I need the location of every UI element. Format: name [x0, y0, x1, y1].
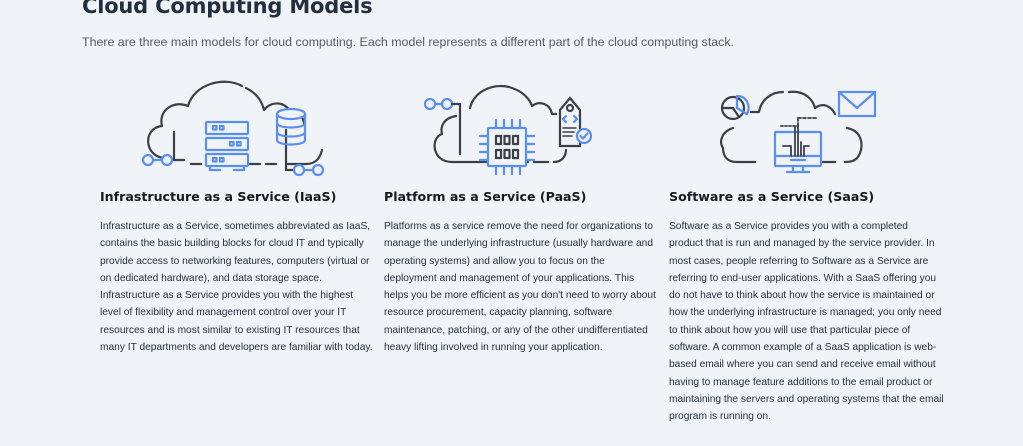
model-title: Platform as a Service (PaaS) [384, 189, 587, 204]
model-title: Infrastructure as a Service (IaaS) [100, 189, 337, 204]
cloud-servers-database-icon [141, 80, 325, 177]
model-title: Software as a Service (SaaS) [669, 189, 875, 204]
model-card-paas: Platform as a Service (PaaS) Platforms a… [384, 70, 674, 353]
model-card-iaas: Infrastructure as a Service (IaaS) Infra… [100, 70, 390, 353]
cloud-monitor-email-chart-icon [720, 90, 877, 174]
model-description: Infrastructure as a Service, sometimes a… [100, 221, 373, 354]
cloud-chip-code-tag-icon [423, 84, 593, 176]
page-intro: There are three main models for cloud co… [82, 35, 735, 49]
model-card-saas: Software as a Service (SaaS) Software as… [669, 70, 959, 422]
model-description: Software as a Service provides you with … [669, 221, 944, 423]
model-description: Platforms as a service remove the need f… [384, 221, 656, 354]
page-title: Cloud Computing Models [82, 0, 373, 18]
